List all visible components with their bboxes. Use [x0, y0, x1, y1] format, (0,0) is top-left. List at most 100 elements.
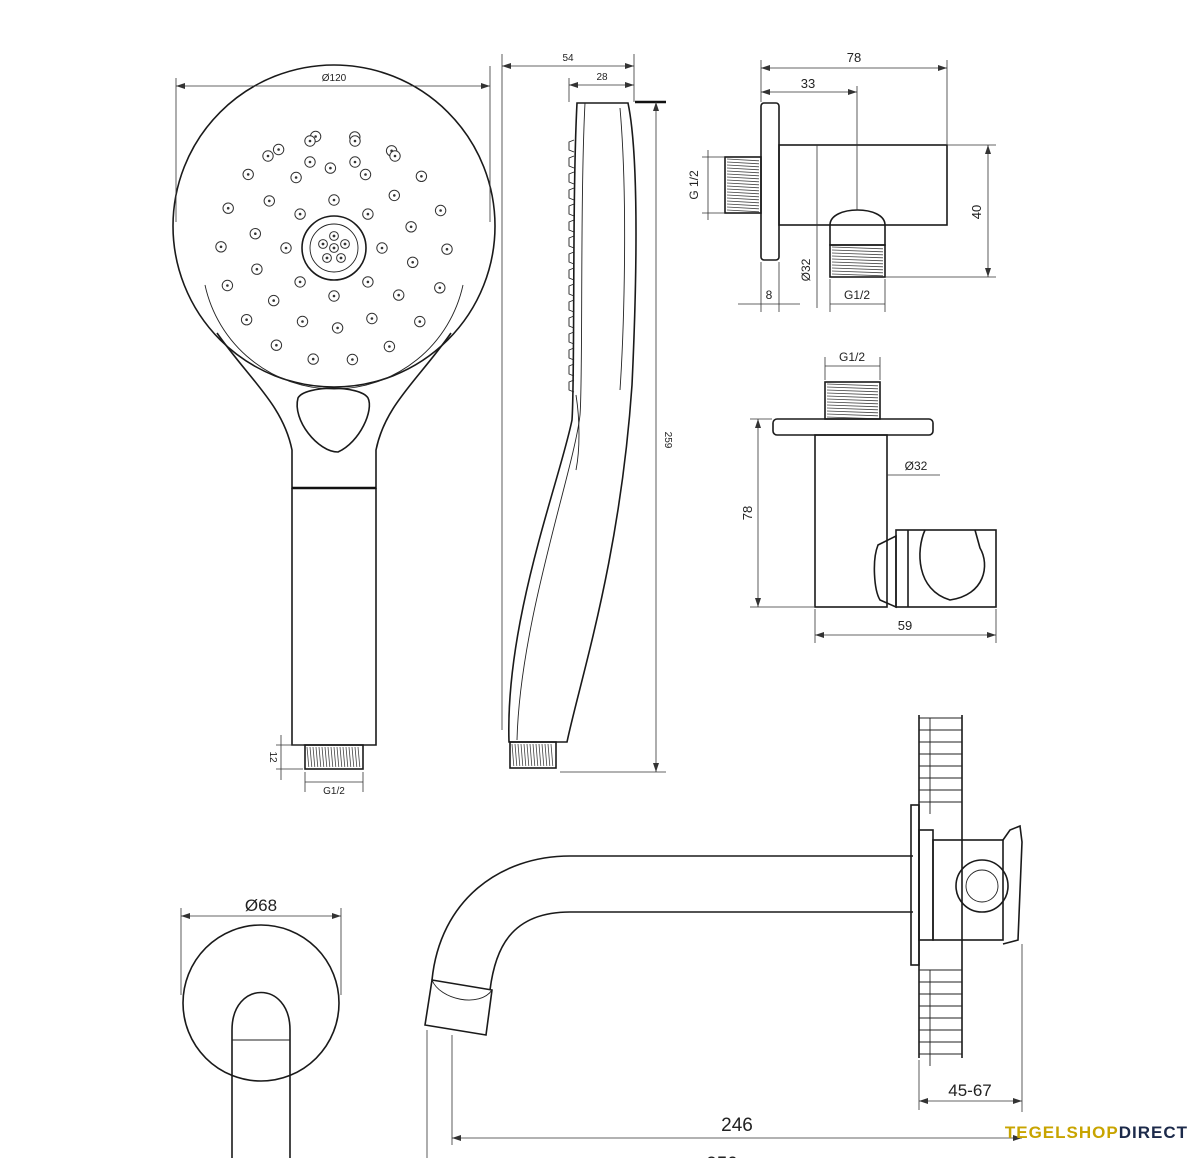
thread-line: [726, 185, 760, 189]
thread-line: [306, 746, 310, 768]
nozzle-nub: [568, 283, 575, 297]
hand-shower-front-view: Ø120 12 G1/2: [172, 64, 496, 797]
nozzle-nub: [568, 379, 575, 393]
thread-line: [526, 743, 530, 767]
side-depth-head-label: 28: [596, 72, 608, 83]
side-depth-total-label: 54: [562, 53, 574, 64]
thread-line: [726, 179, 760, 183]
nozzle: [328, 290, 340, 302]
thread-line: [726, 203, 760, 207]
thread-line: [831, 270, 884, 274]
nozzle: [376, 242, 388, 254]
thread-line: [831, 261, 884, 265]
thread-line: [517, 743, 521, 767]
nozzle: [434, 204, 447, 217]
nozzle: [304, 156, 316, 168]
thread-line: [726, 194, 760, 198]
thread-line: [336, 746, 340, 768]
thread-line: [831, 264, 884, 268]
thread-line: [831, 255, 884, 259]
thread-line: [354, 746, 358, 768]
side-inlet-thread: [511, 743, 554, 767]
thread-line: [726, 173, 760, 177]
wall-elbow-view: 78 33 G 1/2 40 Ø32 8 G1/2: [687, 50, 996, 312]
nozzle: [324, 162, 337, 174]
holder-depth-label: 59: [898, 618, 912, 633]
nozzle-nub: [568, 235, 575, 249]
inlet-height-label: 12: [267, 751, 278, 763]
nozzle: [366, 312, 378, 325]
nozzle-nub: [568, 187, 575, 201]
thread-line: [726, 188, 760, 192]
thread-line: [315, 746, 319, 768]
thread-line: [309, 746, 313, 768]
nozzle-nub: [568, 139, 575, 153]
thread-line: [826, 410, 879, 414]
nozzle-nub: [568, 299, 575, 313]
thread-line: [831, 267, 884, 271]
nozzle: [294, 276, 306, 288]
nozzle: [362, 208, 374, 220]
nozzle: [441, 243, 453, 255]
thread-line: [327, 746, 331, 768]
nozzle: [280, 242, 292, 254]
nozzle: [328, 194, 340, 206]
nozzle-nub: [568, 363, 575, 377]
nozzle-nub: [568, 267, 575, 281]
nozzle-nub: [568, 171, 575, 185]
nozzle: [407, 256, 419, 268]
nozzle: [240, 314, 253, 326]
elbow-width-label: 78: [847, 50, 861, 65]
center-nozzles: [318, 231, 350, 263]
thread-line: [726, 206, 760, 210]
nozzle-nub: [568, 155, 575, 169]
nozzle: [405, 221, 417, 233]
thread-line: [831, 273, 884, 277]
thread-line: [726, 209, 760, 213]
elbow-outlet-thread: [831, 246, 884, 277]
thread-line: [831, 246, 884, 250]
nozzle: [388, 189, 400, 202]
nozzle: [270, 339, 283, 351]
thread-line: [312, 746, 316, 768]
thread-line: [529, 743, 533, 767]
thread-line: [511, 743, 515, 767]
nozzle-nub: [568, 203, 575, 217]
nozzle-nub: [568, 219, 575, 233]
wall-hatch: [919, 717, 962, 1066]
nozzle: [346, 353, 359, 366]
inlet-thread: [306, 746, 361, 768]
spout-length-label: 246: [721, 1115, 753, 1136]
nozzle: [268, 294, 280, 307]
nozzle: [221, 279, 234, 292]
elbow-outlet-thread-label: G1/2: [844, 288, 870, 302]
thread-line: [348, 746, 352, 768]
thread-line: [726, 191, 760, 195]
thread-line: [550, 743, 554, 767]
thread-line: [541, 743, 545, 767]
thread-line: [532, 743, 536, 767]
nozzle: [242, 168, 254, 181]
nozzle-nub: [568, 347, 575, 361]
center-nozzle: [336, 253, 346, 263]
thread-line: [318, 746, 322, 768]
thread-line: [826, 386, 879, 390]
elbow-flange-depth-label: 8: [766, 288, 773, 302]
thread-line: [826, 413, 879, 417]
thread-line: [726, 161, 760, 165]
nozzle: [331, 322, 344, 334]
nozzle: [251, 263, 263, 275]
brand-part-3: DIRECT: [1119, 1123, 1188, 1142]
center-nozzle: [329, 231, 339, 241]
head-diameter-label: Ø120: [322, 73, 347, 84]
thread-line: [826, 401, 879, 405]
nozzle: [263, 195, 275, 207]
nozzle: [389, 150, 401, 162]
thread-line: [831, 252, 884, 256]
holder-thread: [826, 383, 879, 420]
thread-line: [831, 258, 884, 262]
nozzle: [434, 282, 446, 294]
nozzle: [414, 315, 426, 328]
thread-line: [726, 197, 760, 201]
brand-part-1: TEGEL: [1005, 1123, 1067, 1142]
